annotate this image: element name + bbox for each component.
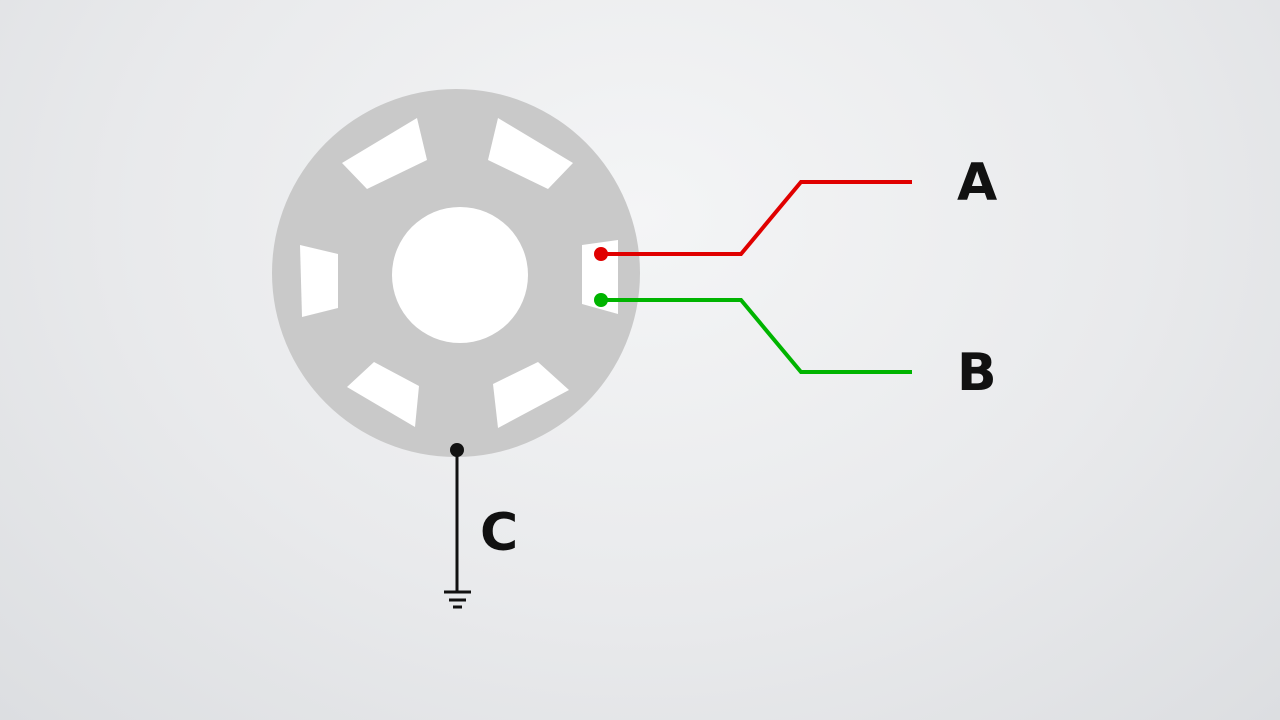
terminal-c-label: C [480, 503, 518, 563]
wire-a-line [601, 180, 912, 256]
disc-slot [347, 362, 419, 427]
terminal-a-label: A [957, 153, 997, 213]
wire-c-contact [450, 443, 464, 457]
disc-slot [582, 240, 618, 314]
ground-icon [444, 590, 471, 609]
wire-a-contact [594, 247, 608, 261]
disc-slot [488, 118, 573, 189]
wire-b [594, 293, 912, 374]
wire-a [594, 180, 912, 261]
terminal-b-label: B [957, 343, 997, 403]
wire-c [444, 443, 471, 609]
wire-b-line [601, 298, 912, 374]
disc-slot [300, 245, 338, 317]
disc-hub [392, 207, 528, 343]
disc-slot [342, 118, 427, 189]
wire-b-contact [594, 293, 608, 307]
encoder-disc [272, 89, 640, 457]
disc-slot [493, 362, 569, 428]
